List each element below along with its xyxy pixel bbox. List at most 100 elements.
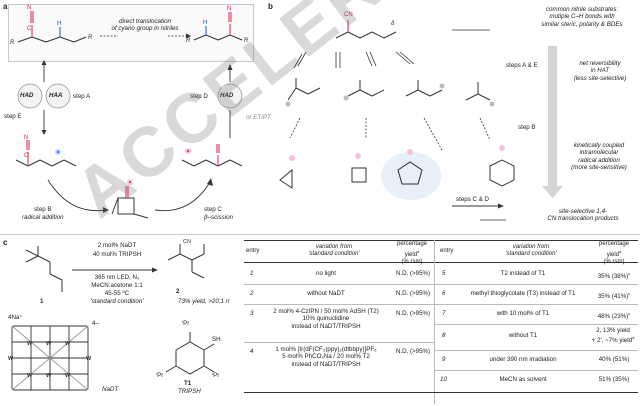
header-entry-left: entry (246, 248, 259, 255)
svg-text:C: C (24, 153, 29, 159)
svg-text:R: R (244, 38, 249, 44)
yield-value: N.D. (>95%) (392, 348, 434, 355)
svg-text:W: W (27, 341, 33, 347)
header-yield-right-sup: a (619, 249, 621, 254)
header-rsm-left: (% rsm) (402, 259, 423, 265)
nadt-label: NaDT (102, 386, 118, 393)
entry-number: 9 (442, 356, 445, 363)
tripsh-ipr-right: ⁱPr (212, 372, 219, 379)
steps-ae-label: steps A & E (506, 62, 538, 69)
yield-value: 40% (51%) (590, 356, 638, 363)
yield-sup: c (628, 271, 630, 276)
step-c-label: step C (204, 206, 222, 213)
substrate-1-number: 1 (40, 298, 43, 305)
yield-value: 35% (38%)c (590, 270, 638, 280)
yield-sup: d (632, 335, 634, 340)
variation-text: without T1 (456, 332, 590, 339)
entry-number: 5 (442, 270, 445, 277)
yield-sup: c (628, 311, 630, 316)
svg-text:C: C (27, 26, 32, 32)
condition-2: 40 mol% TRIPSH (82, 251, 152, 258)
tripsh-structure (166, 332, 214, 374)
table-row: 5 T2 instead of T1 35% (38%)c (434, 266, 638, 282)
entry-number: 6 (442, 290, 445, 297)
variation-text: MeCN as solvent (456, 376, 590, 383)
product-2-number: 2 (176, 288, 179, 295)
entry-number: 10 (440, 376, 447, 383)
entry-number: 4 (250, 348, 253, 355)
variation-text: T2 instead of T1 (456, 270, 590, 277)
variation-text: with 10 mol% of T1 (456, 310, 590, 317)
svg-text:W: W (86, 356, 92, 362)
entry-number: 2 (250, 290, 253, 297)
svg-text:R: R (186, 38, 191, 44)
conditions-table: entry variation from 'standard condition… (244, 240, 638, 404)
yield-value: 48% (23%)c (590, 310, 638, 320)
tripsh-ipr-top: ⁱPr (182, 320, 189, 327)
panel-b-delta: δ (391, 20, 394, 27)
header-yield-left-sup: a (417, 249, 419, 254)
tripsh-ipr-left: ⁱPr (156, 372, 163, 379)
table-row: 6 methyl thioglycolate (T3) instead of T… (434, 286, 638, 302)
header-yield-left: percentage yielda (% rsm) (390, 241, 434, 266)
svg-text:CN: CN (183, 239, 191, 245)
entry-number: 1 (250, 270, 253, 277)
step-e-label: step E (4, 113, 22, 120)
step-b-label-b: step B (518, 124, 536, 131)
site-selective-text: site-selective 1,4- CN translocation pro… (528, 208, 638, 223)
variation-text: methyl thioglycolate (T3) instead of T1 (456, 290, 590, 297)
step-c-sub: β–scission (204, 214, 233, 221)
yield-note: 73% yield, >20:1 rr (178, 298, 230, 305)
panel-b: b CN (266, 0, 640, 232)
direct-translocation-text: direct translocation of cyano group in n… (106, 18, 184, 33)
entry-number: 3 (250, 310, 253, 317)
had-label: HAD (20, 92, 33, 99)
tripsh-sh: SH (212, 336, 221, 343)
header-entry-right: entry (440, 248, 453, 255)
svg-text:W: W (46, 373, 52, 379)
header-yield-right-text: percentage yield (599, 241, 629, 258)
condition-1: 2 mol% NaDT (82, 242, 152, 249)
svg-text:W: W (65, 341, 71, 347)
svg-text:H: H (203, 20, 207, 26)
table-row: 10 MeCN as solvent 51% (35%) (434, 372, 638, 388)
tripsh-label: TRIPSH (178, 388, 201, 395)
svg-text:W: W (8, 356, 14, 362)
entry-number: 8 (442, 332, 445, 339)
condition-4: MeCN:acetone 1:1 (82, 282, 152, 289)
step-a-label: step A (73, 93, 90, 100)
condition-6: 'standard condition' (82, 298, 152, 305)
nadt-cluster (12, 326, 88, 390)
panel-b-schemes: CN (266, 0, 640, 232)
na-counterion: 4Na⁺ (8, 314, 23, 321)
svg-text:R: R (10, 40, 15, 46)
entry-number: 7 (442, 310, 445, 317)
yield-value-text: 35% (38%) (598, 273, 629, 280)
header-variation-right: variation from 'standard condition' (476, 244, 586, 258)
kinetic-text: kinetically coupled intramolecular radic… (560, 142, 638, 172)
yield-value: 2, 13% yield + 2', ~7% yieldd (588, 327, 638, 345)
svg-text:N: N (27, 5, 31, 11)
header-yield-left-text: percentage yield (397, 241, 427, 258)
panel-a-schemes: N C R R H H N R R (0, 0, 262, 232)
header-yield-right: percentage yielda (% rsm) (590, 241, 638, 266)
steps-cd-label: steps C & D (456, 196, 489, 203)
yield-value-text: 48% (23%) (598, 313, 629, 320)
table-row: 2 without NaDT N.D. (>95%) (244, 286, 434, 302)
svg-text:R: R (88, 35, 93, 41)
yield-sup: c (628, 291, 630, 296)
yield-value-text: 2, 13% yield + 2', ~7% yield (592, 327, 632, 344)
header-variation-left: variation from 'standard condition' (284, 244, 384, 258)
common-substrates-text: common nitrile substrates: mutiple C–H b… (528, 6, 636, 28)
table-row: 1 no light N.D. (>95%) (244, 266, 434, 282)
svg-text:N: N (24, 135, 28, 141)
yield-value: 51% (35%) (590, 376, 638, 383)
svg-text:CN: CN (344, 12, 353, 18)
nadt-charge: 4– (92, 320, 99, 327)
table-row: 9 under 390 nm irradiation 40% (51%) (434, 352, 638, 368)
svg-text:W: W (46, 341, 52, 347)
variation-text: no light (262, 270, 390, 277)
header-rsm-right: (% rsm) (604, 259, 625, 265)
yield-value-text: 35% (41%) (598, 293, 629, 300)
